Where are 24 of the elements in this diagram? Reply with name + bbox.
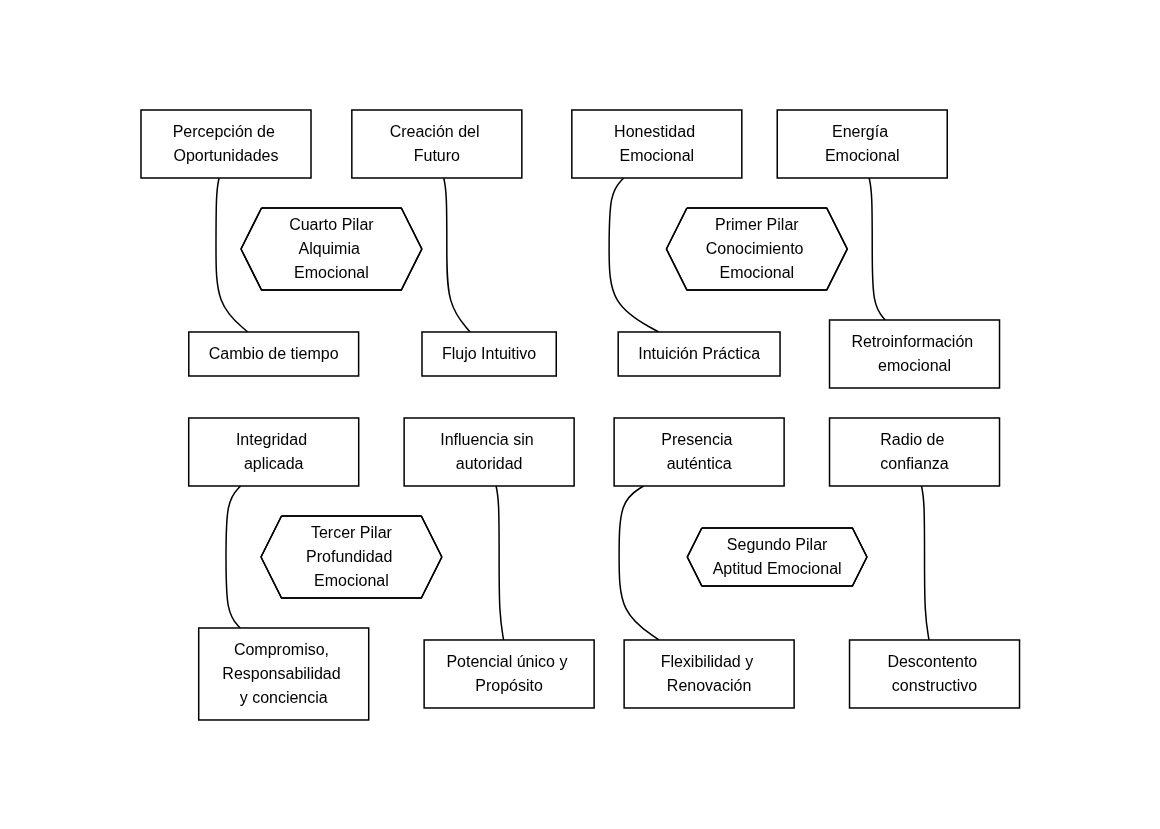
connector xyxy=(618,484,660,641)
node-box: Integridad aplicada xyxy=(187,416,360,487)
node-box: Honestidad Emocional xyxy=(570,108,743,179)
node-box: Intuición Práctica xyxy=(617,330,781,377)
connector xyxy=(608,176,660,333)
node-box: Energía Emocional xyxy=(776,108,948,179)
node-box: Descontento constructivo xyxy=(848,638,1020,709)
node-box: Retroinformación emocional xyxy=(828,318,1000,389)
connector xyxy=(495,484,505,641)
connector xyxy=(215,176,249,333)
node-box: Influencia sin autoridad xyxy=(403,416,575,487)
connector xyxy=(920,484,930,641)
node-box: Cambio de tiempo xyxy=(187,330,360,377)
node-box: Creación del Futuro xyxy=(350,108,523,179)
node-box: Compromiso, Responsabilidad y conciencia xyxy=(197,626,370,721)
node-box: Radio de confianza xyxy=(828,416,1000,487)
connector xyxy=(442,176,471,333)
node-box: Presencia auténtica xyxy=(613,416,785,487)
node-box: Flujo Intuitivo xyxy=(421,330,557,377)
node-box: Flexibilidad y Renovación xyxy=(623,638,795,709)
connector xyxy=(225,484,242,629)
node-box: Potencial único y Propósito xyxy=(423,638,595,709)
node-box: Percepción de Oportunidades xyxy=(140,108,312,179)
connector xyxy=(868,176,886,321)
